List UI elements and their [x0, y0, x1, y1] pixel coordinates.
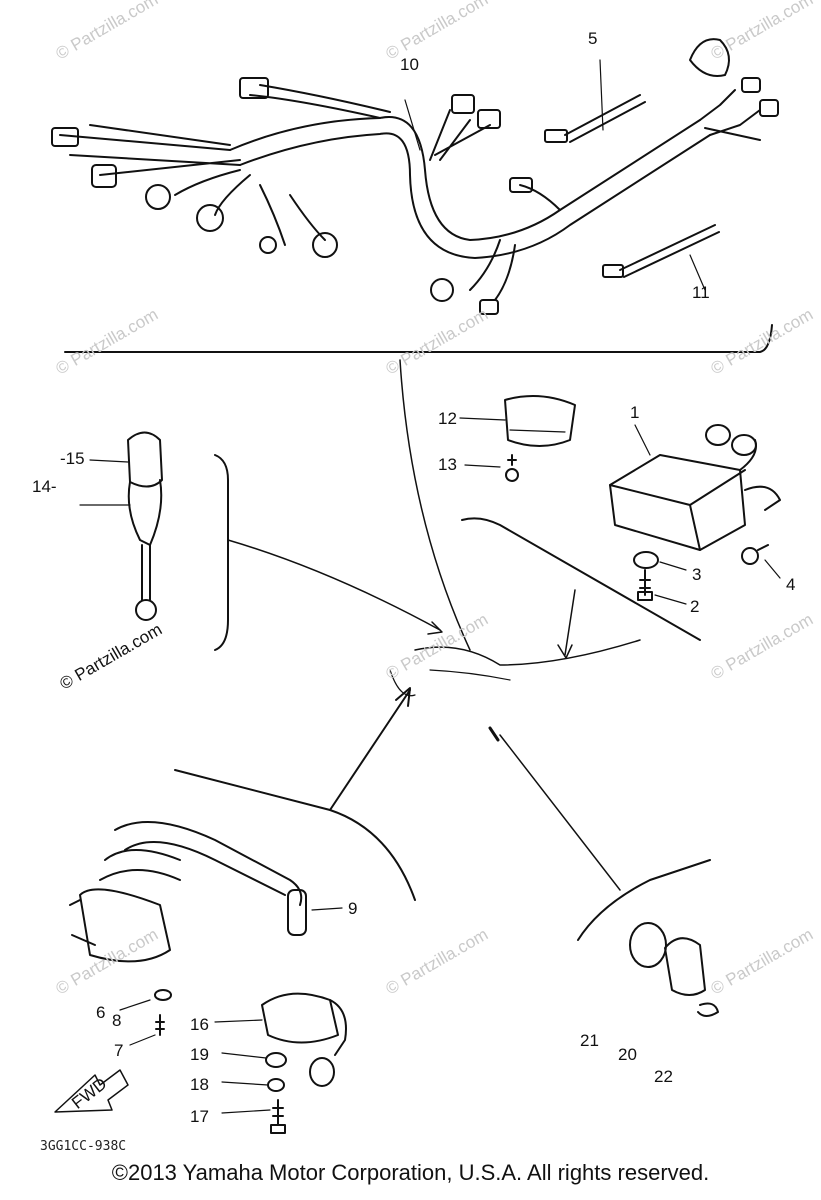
- parts-6-7-8: [119, 989, 172, 1046]
- copyright-notice: ©2013 Yamaha Motor Corporation, U.S.A. A…: [111, 1160, 710, 1185]
- band-11: [602, 224, 720, 291]
- callout-labels: 1 2 3 4 5 6 7 8 9 10 11 12 13 -15 14- 16…: [32, 29, 795, 1126]
- wire-harness: [51, 38, 779, 315]
- callout-17: 17: [190, 1107, 209, 1126]
- callout-10: 10: [400, 55, 419, 74]
- watermark: © Partzilla.com: [708, 305, 817, 379]
- ignition-coil-9: [69, 821, 343, 963]
- bolt-2: [637, 569, 687, 605]
- callout-14: 14-: [32, 477, 57, 496]
- watermark: © Partzilla.com: [708, 925, 817, 999]
- bracket-ignition: [174, 769, 416, 901]
- diagram-code: 3GG1CC-938C: [40, 1139, 126, 1154]
- callout-1: 1: [630, 403, 639, 422]
- callout-15: -15: [60, 449, 85, 468]
- cover-12: [459, 395, 576, 447]
- callout-8: 8: [112, 1011, 121, 1030]
- watermark-dark: © Partzilla.com: [57, 620, 166, 694]
- hull-outline: [399, 359, 471, 651]
- watermark: © Partzilla.com: [383, 0, 492, 63]
- bracket-rectifier: [461, 517, 701, 641]
- callout-22: 22: [654, 1067, 673, 1086]
- callout-21: 21: [580, 1031, 599, 1050]
- callout-19: 19: [190, 1045, 209, 1064]
- callout-9: 9: [348, 899, 357, 918]
- callout-11: 11: [692, 283, 710, 302]
- collar-3: [633, 551, 687, 571]
- callout-13: 13: [438, 455, 457, 474]
- spark-plug-cap: [79, 431, 163, 621]
- washer-19: [221, 1052, 287, 1068]
- rectifier-1: [609, 424, 781, 551]
- watermark: © Partzilla.com: [383, 305, 492, 379]
- fwd-arrow-icon: [54, 1069, 129, 1113]
- screw-13: [464, 454, 519, 482]
- watermark: © Partzilla.com: [383, 925, 492, 999]
- bracket-left: [214, 454, 229, 651]
- section-divider: [64, 324, 773, 353]
- unit-16: [214, 992, 347, 1087]
- callout-4: 4: [786, 575, 795, 594]
- watermark: © Partzilla.com: [53, 305, 162, 379]
- callout-3: 3: [692, 565, 701, 584]
- callout-18: 18: [190, 1075, 209, 1094]
- watermark: © Partzilla.com: [383, 610, 492, 684]
- clamp-4: [741, 544, 781, 579]
- bolt-17: [221, 1099, 286, 1134]
- parts-20-21-22: [629, 922, 719, 1017]
- bracket-rear: [577, 859, 711, 941]
- callout-6: 6: [96, 1003, 105, 1022]
- callout-16: 16: [190, 1015, 209, 1034]
- watermark: © Partzilla.com: [53, 0, 162, 63]
- washer-18: [221, 1078, 285, 1092]
- band-5: [544, 59, 646, 143]
- parts-diagram: 1 2 3 4 5 6 7 8 9 10 11 12 13 -15 14- 16…: [32, 0, 817, 1154]
- callout-5: 5: [588, 29, 597, 48]
- callout-7: 7: [114, 1041, 123, 1060]
- watermark: © Partzilla.com: [708, 0, 817, 63]
- watermark: © Partzilla.com: [708, 610, 817, 684]
- callout-20: 20: [618, 1045, 637, 1064]
- watermark: © Partzilla.com: [53, 925, 162, 999]
- callout-2: 2: [690, 597, 699, 616]
- callout-12: 12: [438, 409, 457, 428]
